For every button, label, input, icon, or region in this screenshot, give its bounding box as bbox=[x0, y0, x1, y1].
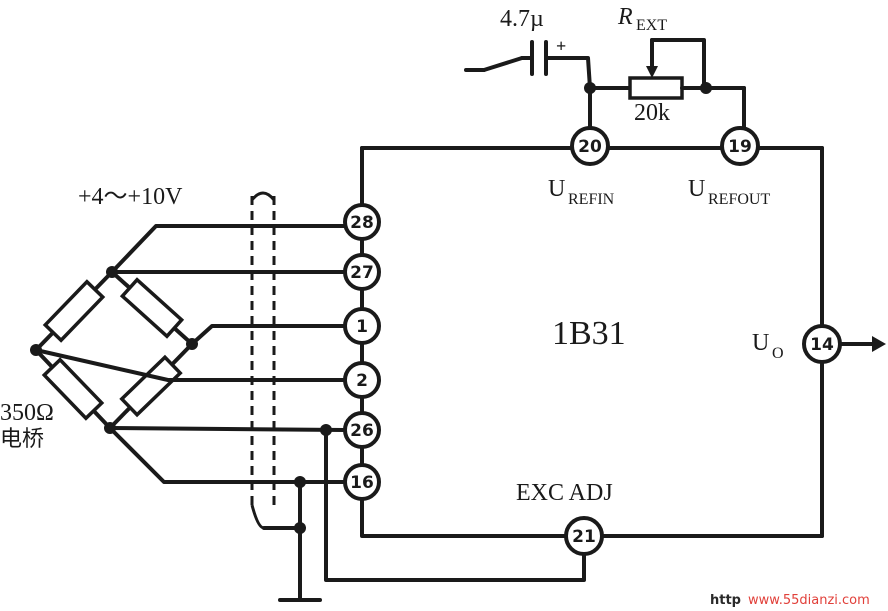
output-lead bbox=[838, 336, 886, 352]
watermark-domain: www.55dianzi.com bbox=[748, 593, 870, 608]
pin-28: 28 bbox=[343, 203, 381, 241]
urefin-label: U bbox=[548, 176, 565, 202]
bridge-resistor-top-right bbox=[119, 277, 185, 339]
pin-28-label: 28 bbox=[350, 213, 374, 233]
pin-19-label: 19 bbox=[728, 137, 752, 157]
urefin-subscript: REFIN bbox=[568, 191, 615, 208]
wiper-arrow bbox=[646, 66, 658, 78]
bridge-resistor-top-left bbox=[42, 279, 106, 343]
pin-1: 1 bbox=[343, 307, 381, 345]
uo-label: U bbox=[752, 330, 769, 356]
pin-27: 27 bbox=[343, 253, 381, 291]
pin-20-label: 20 bbox=[578, 137, 602, 157]
pin-27-label: 27 bbox=[350, 263, 374, 283]
reference-network bbox=[464, 38, 746, 132]
urefout-label: U bbox=[688, 176, 705, 202]
output-arrow bbox=[872, 336, 886, 352]
pin-21-label: 21 bbox=[572, 527, 596, 547]
excitation-label: +4～+10V bbox=[78, 184, 183, 210]
exc-adj-label: EXC ADJ bbox=[516, 480, 613, 506]
pin-19: 19 bbox=[720, 126, 760, 166]
pin-14: 14 bbox=[802, 324, 842, 364]
resistor-value-label: 20k bbox=[634, 100, 670, 126]
pin-1-label: 1 bbox=[356, 317, 368, 337]
chip-label: 1B31 bbox=[552, 315, 626, 352]
uo-subscript: O bbox=[772, 345, 784, 362]
bridge-network bbox=[30, 224, 346, 484]
pin-21: 21 bbox=[564, 516, 604, 556]
urefout-subscript: REFOUT bbox=[708, 191, 770, 208]
rext-subscript: EXT bbox=[636, 17, 667, 34]
pin-26-label: 26 bbox=[350, 421, 374, 441]
watermark-prefix: http bbox=[710, 593, 741, 608]
pin-16: 16 bbox=[343, 463, 381, 501]
pin-2-label: 2 bbox=[356, 371, 368, 391]
pin-2: 2 bbox=[343, 361, 381, 399]
pin-14-label: 14 bbox=[810, 335, 834, 355]
capacitor-label: 4.7µ bbox=[500, 6, 544, 32]
bridge-value-label: 350Ω bbox=[0, 400, 54, 426]
pin-20: 20 bbox=[570, 126, 610, 166]
shield-cable bbox=[250, 191, 276, 530]
rext-label: R bbox=[617, 4, 633, 30]
bridge-resistor-bottom-right bbox=[119, 354, 183, 418]
capacitor-polarity: + bbox=[556, 36, 566, 56]
pin-26: 26 bbox=[343, 411, 381, 449]
resistor-20k bbox=[628, 76, 684, 100]
pin-16-label: 16 bbox=[350, 473, 374, 493]
bridge-name-label: 电桥 bbox=[0, 427, 44, 452]
bridge-resistor-bottom-left bbox=[41, 357, 105, 421]
ground-wiring bbox=[262, 424, 586, 602]
